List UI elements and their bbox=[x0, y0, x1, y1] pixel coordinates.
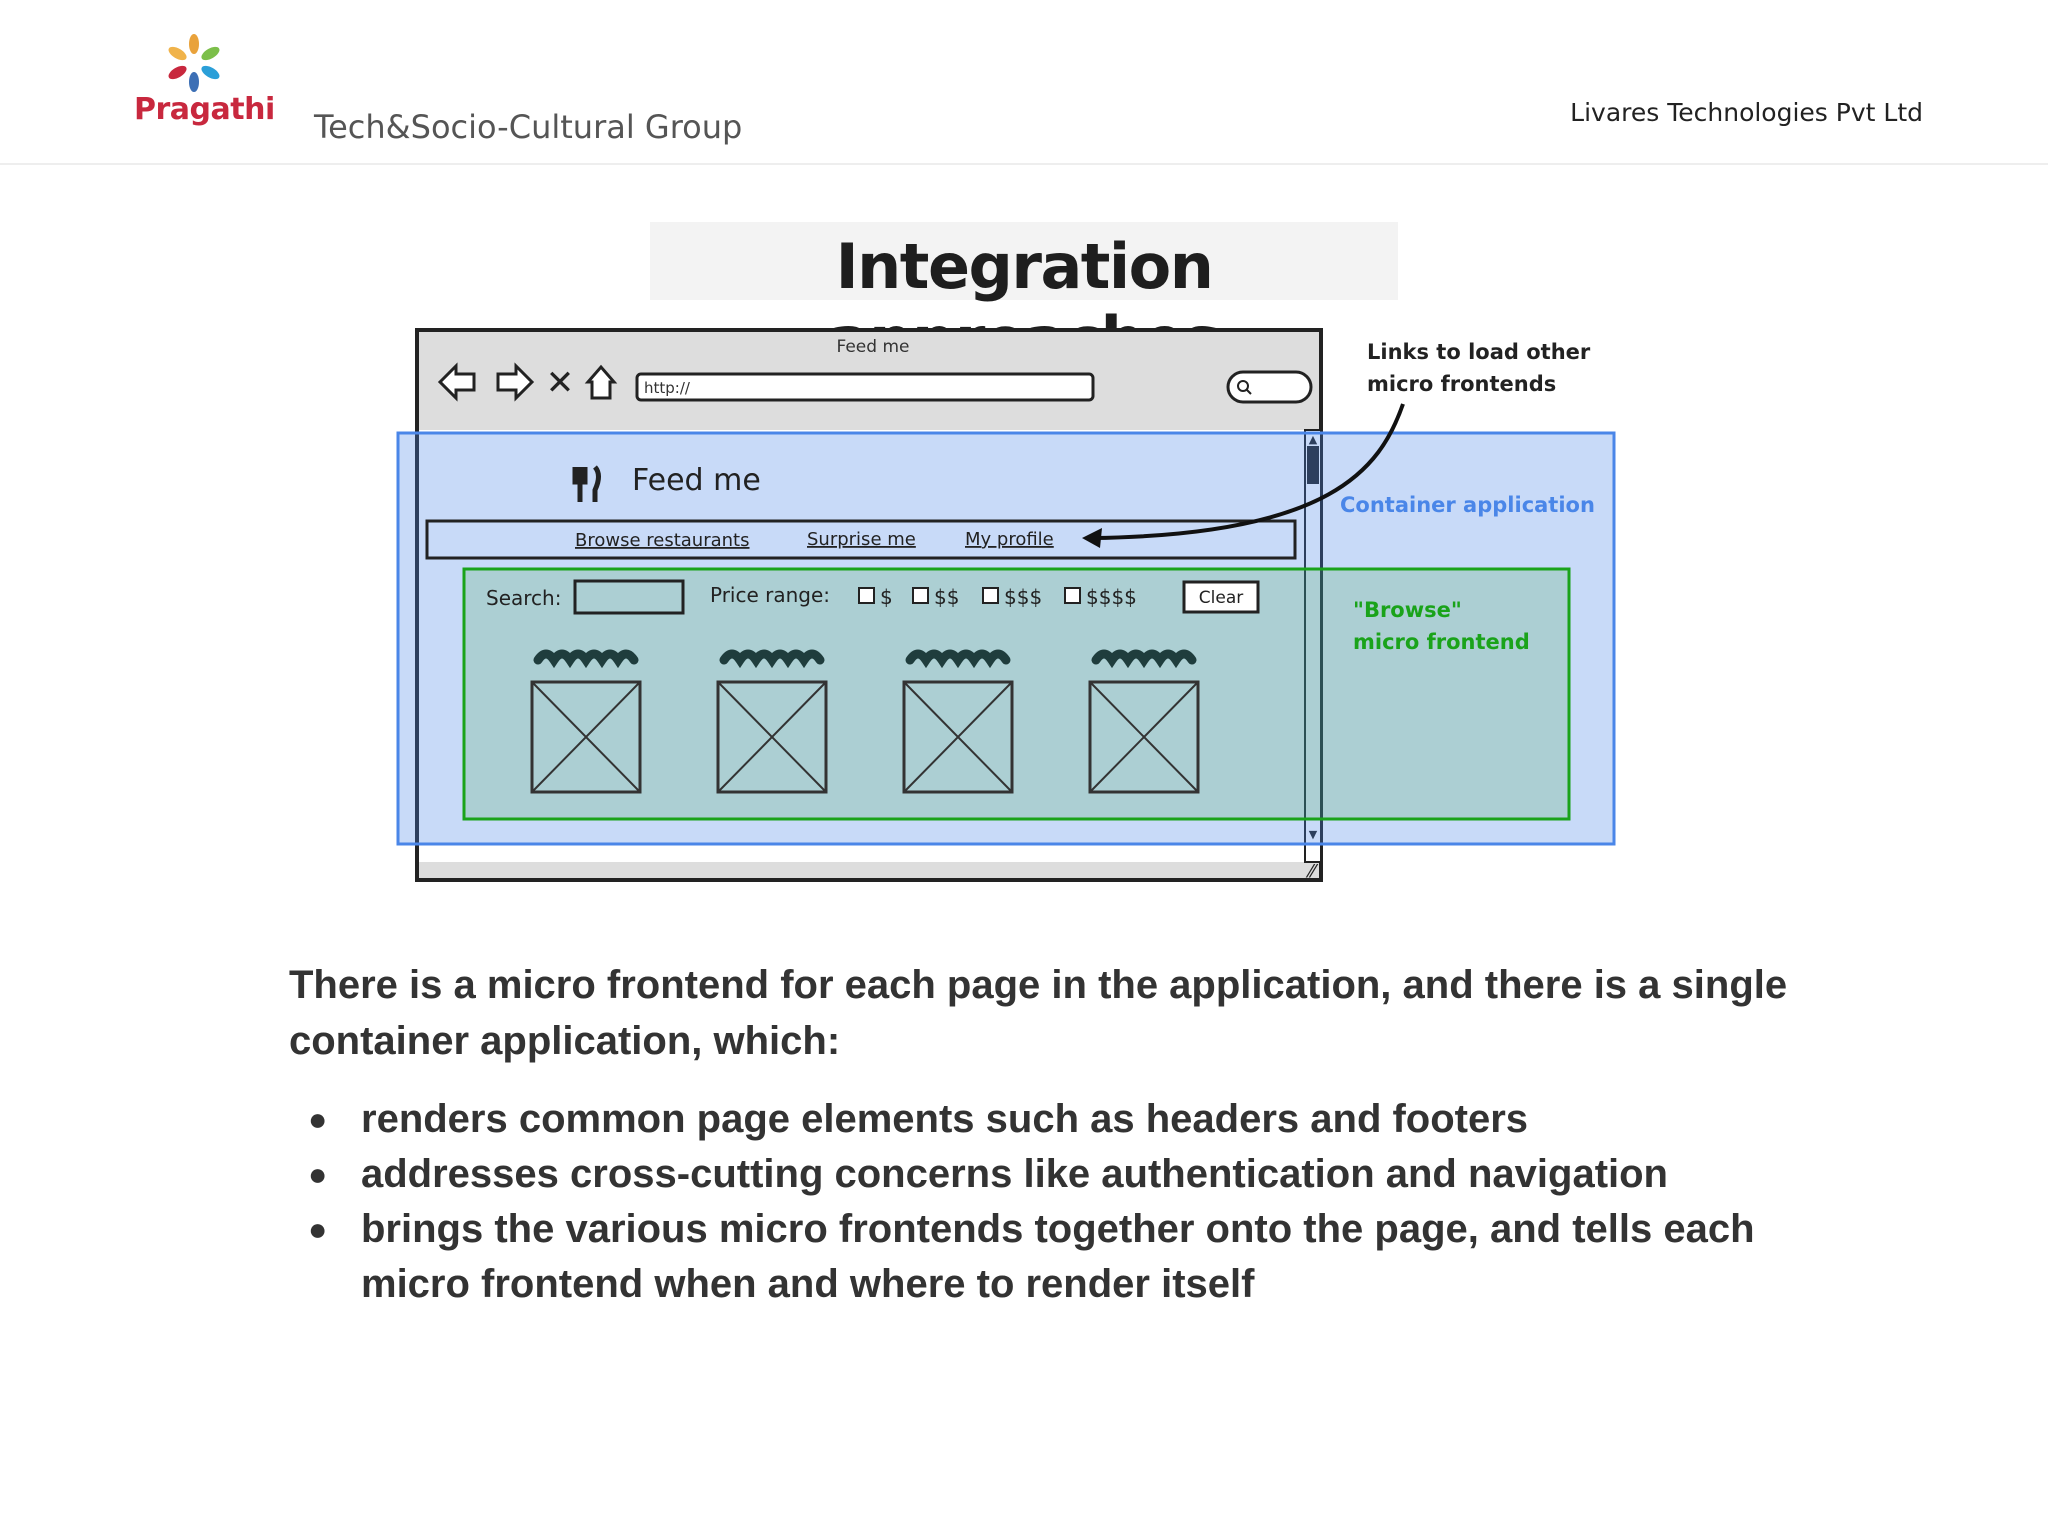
nav-link-profile[interactable]: My profile bbox=[965, 529, 1054, 550]
forward-icon bbox=[496, 362, 535, 402]
bullet-list: ● renders common page elements such as h… bbox=[289, 1092, 1849, 1312]
price-option-1: $ bbox=[880, 585, 893, 609]
scribble-name bbox=[533, 649, 639, 669]
price-checkbox-2[interactable] bbox=[912, 587, 929, 604]
restaurant-card-2 bbox=[716, 649, 828, 794]
window-title: Feed me bbox=[837, 337, 910, 357]
annotation-container: Container application bbox=[1340, 493, 1595, 517]
title-highlight: Integration approaches bbox=[650, 222, 1398, 376]
restaurant-card-4 bbox=[1088, 649, 1200, 794]
intro-paragraph: There is a micro frontend for each page … bbox=[289, 963, 1788, 1063]
bullet-item: ● renders common page elements such as h… bbox=[289, 1092, 1849, 1147]
price-option-2: $$ bbox=[934, 585, 959, 609]
annotation-links-line2: micro frontends bbox=[1367, 372, 1556, 396]
bullet-text: addresses cross-cutting concerns like au… bbox=[361, 1152, 1668, 1196]
logo-text: Pragathi bbox=[134, 92, 275, 127]
search-box bbox=[1226, 370, 1313, 404]
arrow-head-icon bbox=[1082, 528, 1102, 548]
price-checkbox-4[interactable] bbox=[1064, 587, 1081, 604]
bullet-dot-icon: ● bbox=[308, 1101, 328, 1137]
clear-button-label: Clear bbox=[1199, 588, 1243, 608]
annotation-browse-line2: micro frontend bbox=[1353, 630, 1530, 654]
bullet-text: renders common page elements such as hea… bbox=[361, 1097, 1529, 1141]
image-placeholder bbox=[530, 680, 642, 794]
bullet-item: ● addresses cross-cutting concerns like … bbox=[289, 1147, 1849, 1202]
bullet-text: brings the various micro frontends toget… bbox=[361, 1207, 1755, 1306]
flower-icon bbox=[168, 34, 220, 92]
back-icon bbox=[437, 362, 476, 402]
scroll-down-icon: ▼ bbox=[1309, 828, 1318, 841]
app-title: Feed me bbox=[632, 463, 761, 498]
annotation-links-line1: Links to load other bbox=[1367, 340, 1591, 364]
price-option-4: $$$$ bbox=[1086, 585, 1137, 609]
home-icon bbox=[584, 364, 618, 400]
scribble-name bbox=[905, 649, 1011, 669]
search-field[interactable] bbox=[573, 579, 685, 615]
magnifier-icon bbox=[1237, 380, 1249, 392]
clear-button[interactable] bbox=[1182, 580, 1260, 614]
annotation-browse-line1: "Browse" bbox=[1353, 598, 1462, 622]
scrollbar bbox=[1304, 429, 1322, 863]
nav-link-browse[interactable]: Browse restaurants bbox=[575, 530, 750, 551]
stop-icon: ✕ bbox=[546, 363, 575, 403]
url-bar bbox=[635, 372, 1095, 402]
search-label: Search: bbox=[486, 586, 561, 610]
container-app-region bbox=[396, 431, 1616, 846]
restaurant-card-1 bbox=[530, 649, 642, 794]
cutlery-icon bbox=[572, 465, 601, 502]
price-checkbox-1[interactable] bbox=[858, 587, 875, 604]
price-range-label: Price range: bbox=[710, 583, 830, 607]
group-name: Tech&Socio-Cultural Group bbox=[314, 108, 743, 146]
restaurant-card-3 bbox=[902, 649, 1014, 794]
bullet-dot-icon: ● bbox=[308, 1156, 328, 1192]
image-placeholder bbox=[902, 680, 1014, 794]
scroll-up-icon: ▲ bbox=[1309, 433, 1318, 446]
scroll-thumb bbox=[1307, 446, 1319, 484]
pragathi-logo: Pragathi bbox=[130, 34, 275, 134]
nav-link-surprise[interactable]: Surprise me bbox=[807, 529, 916, 550]
image-placeholder bbox=[716, 680, 828, 794]
nav-bar bbox=[425, 519, 1297, 560]
slide-header: Pragathi Tech&Socio-Cultural Group Livar… bbox=[0, 0, 2048, 165]
annotation-arrow bbox=[1091, 403, 1405, 540]
browse-microfrontend-region bbox=[462, 567, 1571, 821]
bullet-dot-icon: ● bbox=[308, 1211, 328, 1247]
page-area bbox=[419, 430, 1305, 862]
image-placeholder bbox=[1088, 680, 1200, 794]
price-option-3: $$$ bbox=[1004, 585, 1042, 609]
integration-diagram: Feed me ✕ http:// ▲ ▼ ⁄⁄ Feed me Browse … bbox=[396, 328, 1616, 882]
scribble-name bbox=[1091, 649, 1197, 669]
company-name: Livares Technologies Pvt Ltd bbox=[1570, 98, 1923, 127]
price-checkbox-3[interactable] bbox=[982, 587, 999, 604]
scribble-name bbox=[719, 649, 825, 669]
url-text: http:// bbox=[644, 379, 691, 397]
bullet-item: ● brings the various micro frontends tog… bbox=[289, 1202, 1849, 1312]
